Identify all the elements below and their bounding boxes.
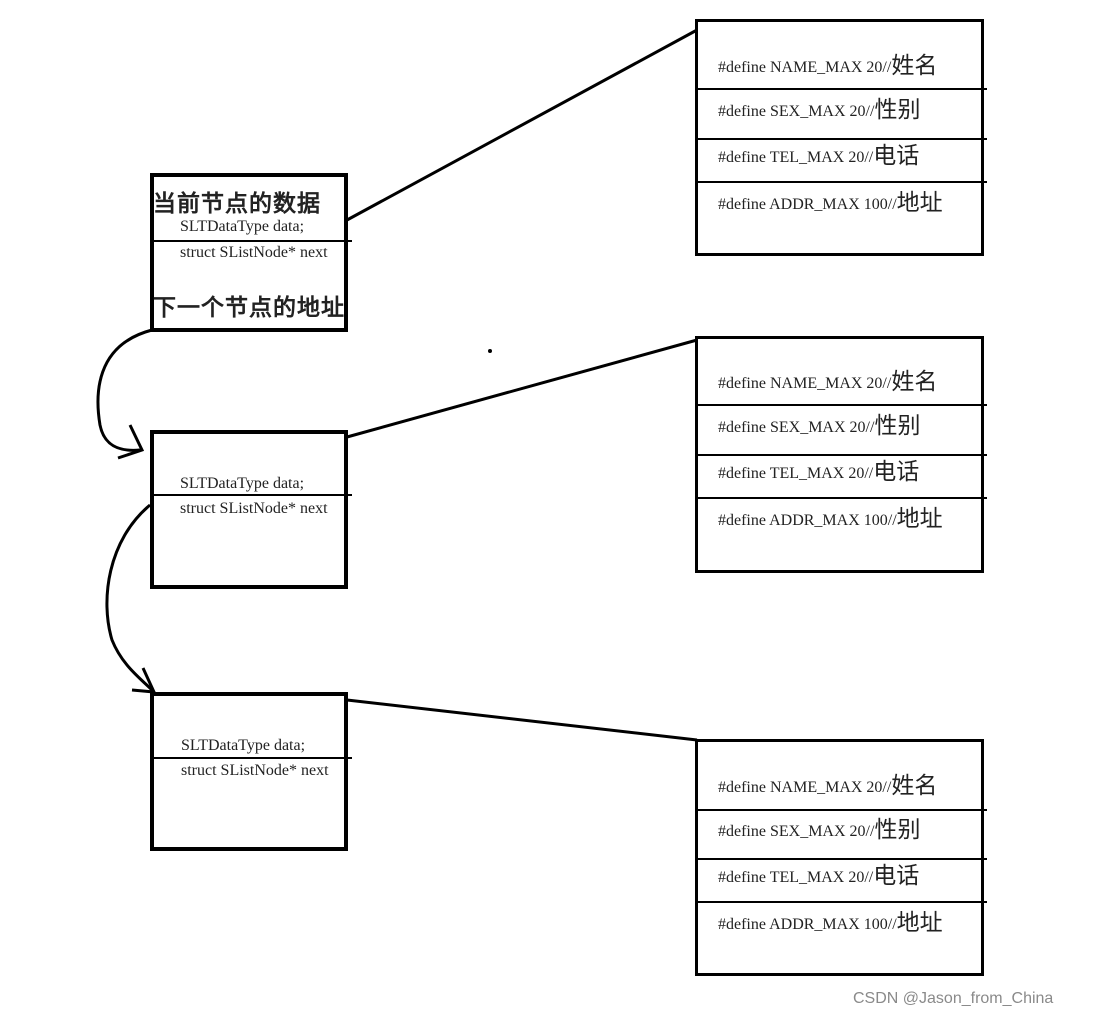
record-3-addr-field: #define ADDR_MAX 100//地址 [718,910,943,936]
record-2-divider-1 [695,404,987,406]
record-3-sex-field: #define SEX_MAX 20//性别 [718,817,921,843]
data-field-2: SLTDataType data; [180,475,305,492]
record-2-sex-field: #define SEX_MAX 20//性别 [718,413,921,439]
record-1-divider-2 [695,138,987,140]
record-1-sex-field: #define SEX_MAX 20//性别 [718,97,921,123]
record-3-divider-1 [695,809,987,811]
record-2-tel-field: #define TEL_MAX 20//电话 [718,459,920,485]
node-box-2 [150,430,348,589]
next-field-2: struct SListNode* next [180,500,328,517]
record-3-divider-2 [695,858,987,860]
current-data-label: 当前节点的数据 [153,191,321,217]
record-box-3 [695,739,984,976]
record-link-2 [346,338,698,439]
record-3-tel-field: #define TEL_MAX 20//电话 [718,863,920,889]
record-2-name-field: #define NAME_MAX 20//姓名 [718,369,938,395]
next-arrow-1-head [117,424,145,460]
node-box-3 [150,692,348,851]
next-arrow-1 [96,328,153,452]
node-box-1 [150,173,348,332]
record-box-1 [695,19,984,256]
stray-dot [488,349,492,353]
node-divider-2 [152,494,352,496]
record-1-divider-1 [695,88,987,90]
next-field-3: struct SListNode* next [181,762,329,779]
record-2-divider-2 [695,454,987,456]
next-address-label: 下一个节点的地址 [153,295,345,321]
record-1-name-field: #define NAME_MAX 20//姓名 [718,53,938,79]
record-link-1 [346,28,698,222]
record-1-addr-field: #define ADDR_MAX 100//地址 [718,190,943,216]
data-field-1: SLTDataType data; [180,218,305,235]
record-2-addr-field: #define ADDR_MAX 100//地址 [718,506,943,532]
data-field-3: SLTDataType data; [181,737,306,754]
next-field-1: struct SListNode* next [180,244,328,261]
record-2-divider-3 [695,497,987,499]
record-link-3 [346,698,698,742]
record-1-divider-3 [695,181,987,183]
node-divider-1 [152,240,352,242]
node-divider-3 [152,757,352,759]
record-3-divider-3 [695,901,987,903]
record-1-tel-field: #define TEL_MAX 20//电话 [718,143,920,169]
next-arrow-2 [105,503,154,692]
record-3-name-field: #define NAME_MAX 20//姓名 [718,773,938,799]
watermark-text: CSDN @Jason_from_China [853,990,1054,1007]
